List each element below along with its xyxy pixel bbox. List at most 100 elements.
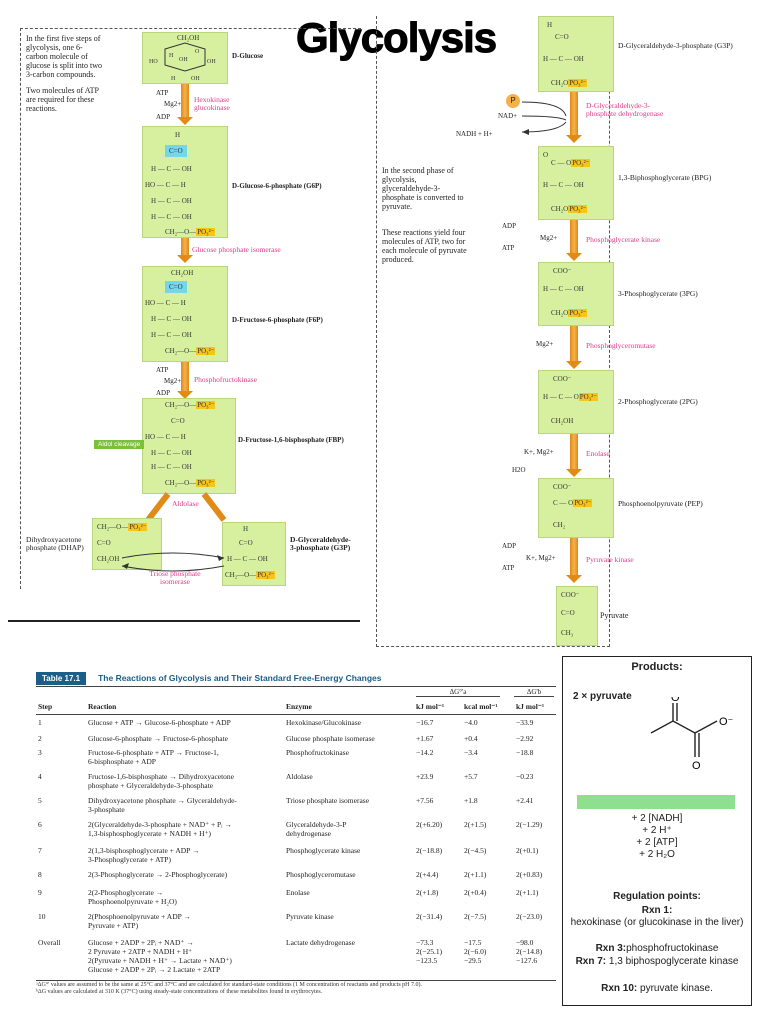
cofactor-mg: Mg2+ (164, 377, 182, 385)
regulation-title: Regulation points: (613, 891, 701, 902)
cofactor-atp: ATP (502, 244, 515, 252)
divider (8, 620, 360, 622)
rxn3-text: phosphofructokinase (626, 943, 719, 954)
cell-enzyme: Lactate dehydrogenase (286, 938, 355, 947)
2pg-structure: COO⁻ H — C — OPO₃²⁻ CH₂OH (538, 370, 614, 434)
reaction-arrow (566, 434, 582, 477)
enzyme-pgm: Phosphoglyceromutase (586, 341, 656, 350)
cell-step: Overall (38, 938, 61, 947)
cell-dg-kj-37: 2(+0.1) (516, 846, 539, 855)
cell-step: 4 (38, 772, 42, 781)
compound-glucose: D-Glucose (232, 52, 264, 60)
products-pyruvate: 2 × pyruvate (573, 691, 632, 702)
cell-dg-kj-37: +2.41 (516, 796, 534, 805)
cofactor-mg: Mg2+ (540, 234, 558, 242)
col-header: kcal mol⁻¹ (464, 702, 498, 711)
reaction-arrow (566, 92, 582, 143)
table-rule (36, 686, 556, 687)
cofactor-atp: ATP (156, 89, 169, 97)
cell-dg-kj: +23.9 (416, 772, 434, 781)
rxn10-label: Rxn 10: (601, 983, 638, 994)
svg-text:OH: OH (207, 59, 216, 65)
rxn3-line: Rxn 3:phosphofructokinase (563, 943, 751, 954)
table-group-header: ΔG'b (514, 688, 554, 697)
table-title: The Reactions of Glycolysis and Their St… (98, 673, 382, 683)
compound-fbp: D-Fructose-1,6-bisphosphate (FBP) (238, 436, 344, 444)
reaction-arrow (177, 238, 193, 263)
reaction-arrow (566, 326, 582, 369)
col-header: Reaction (88, 702, 117, 711)
reaction-arrow (566, 220, 582, 261)
svg-text:O: O (692, 760, 701, 772)
rxn10-text: pyruvate kinase. (640, 983, 713, 994)
svg-text:HO: HO (149, 59, 158, 65)
cell-dg-kj-37: −33.9 (516, 718, 534, 727)
cofactor-mg: Mg2+ (536, 340, 554, 348)
cofactor-curve-icon (521, 101, 567, 135)
equilibrium-arrow-icon (121, 552, 225, 572)
enzyme-gapdh: D-Glyceraldehyde-3-phosphate dehydrogena… (586, 101, 664, 118)
cell-step: 1 (38, 718, 42, 727)
products-list: + 2 [NADH]+ 2 H⁺+ 2 [ATP]+ 2 H₂O (563, 813, 751, 861)
left-intro-note: In the first five steps of glycolysis, o… (26, 34, 102, 79)
cell-step: 2 (38, 734, 42, 743)
enzyme-pk: Pyruvate kinase (586, 555, 634, 564)
cell-dg-kcal: 2(+0.4) (464, 888, 487, 897)
cofactor-nad: NAD+ (498, 112, 518, 120)
pyruvate-structure: COO⁻ C=O CH₃ (556, 586, 598, 646)
product-item: + 2 [NADH] (631, 813, 683, 824)
table-group-header: ΔG°'a (416, 688, 500, 697)
table-tag: Table 17.1 (36, 672, 87, 685)
fbp-structure: CH₂—O—PO₃²⁻ C=O HO — C — H H — C — OH H … (142, 398, 236, 494)
bpg-structure: O C — OPO₃²⁻ H — C — OH CH₂OPO₃²⁻ (538, 146, 614, 220)
phosphate-circle-icon: P (506, 94, 520, 108)
product-item: + 2 H⁺ (642, 825, 672, 836)
cell-enzyme: Pyruvate kinase (286, 912, 334, 921)
cofactor-adp: ADP (502, 542, 517, 550)
cell-dg-kj-37: −0.23 (516, 772, 534, 781)
cofactor-atp: ATP (156, 366, 169, 374)
svg-text:O: O (671, 697, 680, 704)
cell-dg-kj-37: −18.8 (516, 748, 534, 757)
cofactor-adp: ADP (502, 222, 517, 230)
rxn10-line: Rxn 10: pyruvate kinase. (563, 983, 751, 994)
cell-dg-kcal: +1.8 (464, 796, 478, 805)
reaction-arrow (566, 538, 582, 583)
cell-dg-kj-37: 2(+1.1) (516, 888, 539, 897)
cell-reaction: Glucose + ATP → Glucose-6-phosphate + AD… (88, 718, 231, 727)
green-bar (577, 795, 735, 809)
cell-step: 10 (38, 912, 46, 921)
footnote: ᵇΔG values are calculated at 310 K (37°C… (36, 989, 323, 995)
cell-dg-kcal: +5.7 (464, 772, 478, 781)
cell-enzyme: Phosphofructokinase (286, 748, 349, 757)
cell-step: 9 (38, 888, 42, 897)
dhap-structure: CH₂—O—PO₃²⁻ C=O CH₂OH (92, 518, 162, 570)
svg-text:O⁻: O⁻ (719, 716, 734, 728)
enzyme-gpi: Glucose phosphate isomerase (192, 245, 281, 254)
g6p-structure: H C=O H — C — OH HO — C — H H — C — OH H… (142, 126, 228, 238)
product-item: + 2 H₂O (639, 849, 675, 860)
compound-pep: Phosphoenolpyruvate (PEP) (618, 499, 703, 508)
col-header: Step (38, 702, 53, 711)
compound-g3p-right: D-Glyceraldehyde-3-phosphate (G3P) (618, 41, 733, 50)
compound-f6p: D-Fructose-6-phosphate (F6P) (232, 316, 323, 324)
cell-dg-kcal: −4.0 (464, 718, 478, 727)
enzyme-enolase: Enolase (586, 449, 610, 458)
cell-reaction: 2(1,3-bisphosphoglycerate + ADP → 3-Phos… (88, 846, 200, 864)
cell-reaction: 2(2-Phosphoglycerate → Phosphoenolpyruva… (88, 888, 177, 906)
enzyme-pfk: Phosphofructokinase (194, 375, 257, 384)
pyruvate-skeletal-icon: O O O⁻ (650, 697, 734, 772)
rxn1-text: hexokinase (or glucokinase in the liver) (570, 917, 744, 928)
cell-dg-kj: +7.56 (416, 796, 434, 805)
cell-dg-kj: 2(+4.4) (416, 870, 439, 879)
left-panel-frame (20, 28, 361, 589)
cell-dg-kj: −73.3 2(−25.1) −123.5 (416, 938, 443, 965)
cell-step: 8 (38, 870, 42, 879)
table-header-bar: Table 17.1 The Reactions of Glycolysis a… (36, 668, 556, 685)
cell-reaction: 2(3-Phosphoglycerate → 2-Phosphoglycerat… (88, 870, 228, 879)
cell-dg-kj: −14.2 (416, 748, 434, 757)
cell-step: 5 (38, 796, 42, 805)
cell-dg-kcal: 2(−4.5) (464, 846, 487, 855)
cofactor-adp: ADP (156, 389, 171, 397)
products-title: Products: (631, 661, 683, 673)
